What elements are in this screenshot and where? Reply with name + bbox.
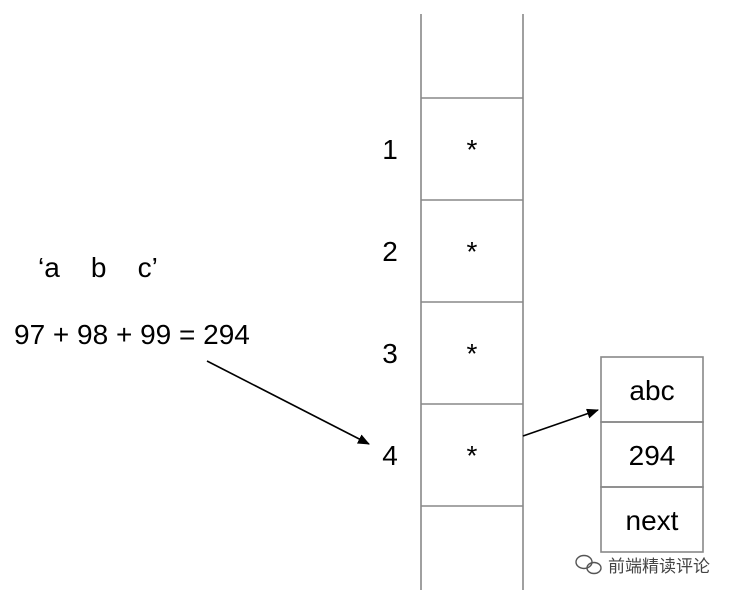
node-field-box: [600, 486, 704, 553]
slot-value-4: *: [467, 440, 478, 471]
slot-to-node-arrow: [522, 408, 599, 437]
hash-to-index-arrow: [206, 360, 370, 445]
chars-label: ‘a b c’: [38, 252, 158, 283]
slot-value-3: *: [467, 338, 478, 369]
index-label-4: 4: [382, 440, 398, 471]
index-label-1: 1: [382, 134, 398, 165]
slot-value-2: *: [467, 236, 478, 267]
node-field-key: abc: [629, 375, 674, 406]
sum-expression: 97 + 98 + 99 = 294: [14, 319, 250, 350]
wechat-icon: [575, 554, 602, 575]
node-field-next: next: [626, 505, 679, 536]
index-label-2: 2: [382, 236, 398, 267]
slot-value-1: *: [467, 134, 478, 165]
index-label-3: 3: [382, 338, 398, 369]
node-field-hash: 294: [629, 440, 676, 471]
watermark-text: 前端精读评论: [608, 557, 710, 576]
watermark: 前端精读评论: [575, 554, 710, 576]
